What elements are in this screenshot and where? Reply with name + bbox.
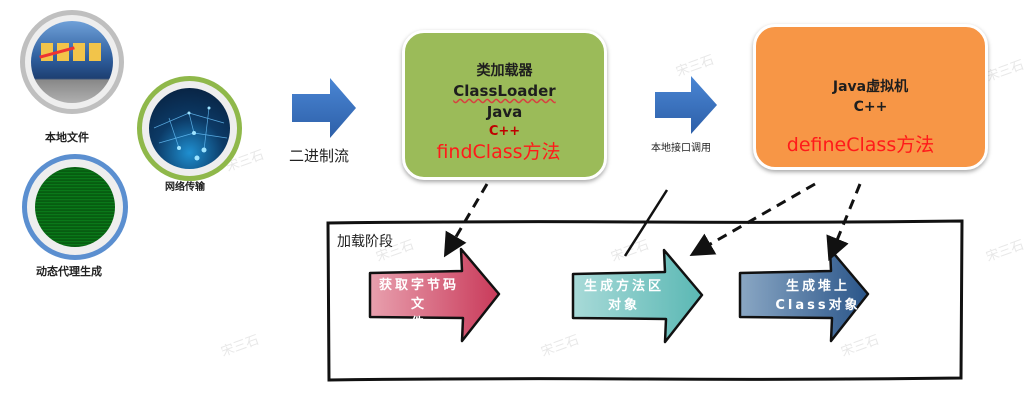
- classloader-cpp: C++: [488, 124, 521, 139]
- source-dynamic-proxy: [22, 154, 128, 260]
- findclass-method: findClass方法: [436, 141, 561, 163]
- code-matrix-icon: [35, 167, 115, 247]
- binary-stream-label: 二进制流: [289, 147, 350, 165]
- step-method-area-line2: 对象: [607, 298, 640, 313]
- step-arrow-heap-class: [738, 247, 870, 343]
- step-heap-class-line1: 生成堆上: [785, 279, 850, 294]
- loading-stage-frame: [326, 219, 964, 382]
- defineclass-method: defineClass方法: [786, 134, 935, 156]
- binary-stream-arrow: [292, 78, 356, 138]
- step-heap-class-text: 生成堆上 Class对象: [763, 277, 873, 315]
- watermark: 宋三石: [219, 332, 262, 361]
- jvm-box: Java虚拟机 C++ defineClass方法: [753, 24, 988, 170]
- stage-arrows: [368, 247, 870, 344]
- step-bytecode-line2: 件: [410, 316, 427, 331]
- watermark: 宋三石: [984, 57, 1024, 86]
- classloader-name: ClassLoader: [453, 82, 556, 100]
- step-bytecode-text: 获取字节码文 件: [374, 276, 464, 333]
- jvm-title: Java虚拟机: [832, 79, 909, 95]
- source-label-dynamic-proxy: 动态代理生成: [36, 265, 102, 278]
- network-icon: [149, 88, 230, 169]
- local-file-icon: [31, 21, 113, 103]
- source-label-network: 网络传输: [165, 182, 205, 193]
- loading-stage-title: 加载阶段: [337, 234, 393, 250]
- step-method-area-line1: 生成方法区: [583, 279, 664, 294]
- jvm-cpp: C++: [853, 99, 888, 115]
- classloader-box: 类加载器 ClassLoader Java C++ findClass方法: [402, 30, 607, 180]
- step-arrow-method-area: [571, 248, 704, 344]
- source-local-file: [20, 10, 124, 114]
- classloader-java: Java: [486, 103, 523, 121]
- step-arrow-bytecode: [368, 247, 501, 343]
- source-network: [137, 76, 242, 181]
- step-heap-class-line2: Class对象: [775, 298, 861, 313]
- step-bytecode-line1: 获取字节码文: [378, 278, 459, 312]
- classloader-title: 类加载器: [476, 63, 533, 79]
- watermark: 宋三石: [984, 237, 1024, 266]
- native-call-arrow: [655, 76, 717, 134]
- native-call-label: 本地接口调用: [651, 143, 711, 154]
- source-label-local-file: 本地文件: [45, 131, 89, 144]
- step-method-area-text: 生成方法区 对象: [574, 277, 674, 315]
